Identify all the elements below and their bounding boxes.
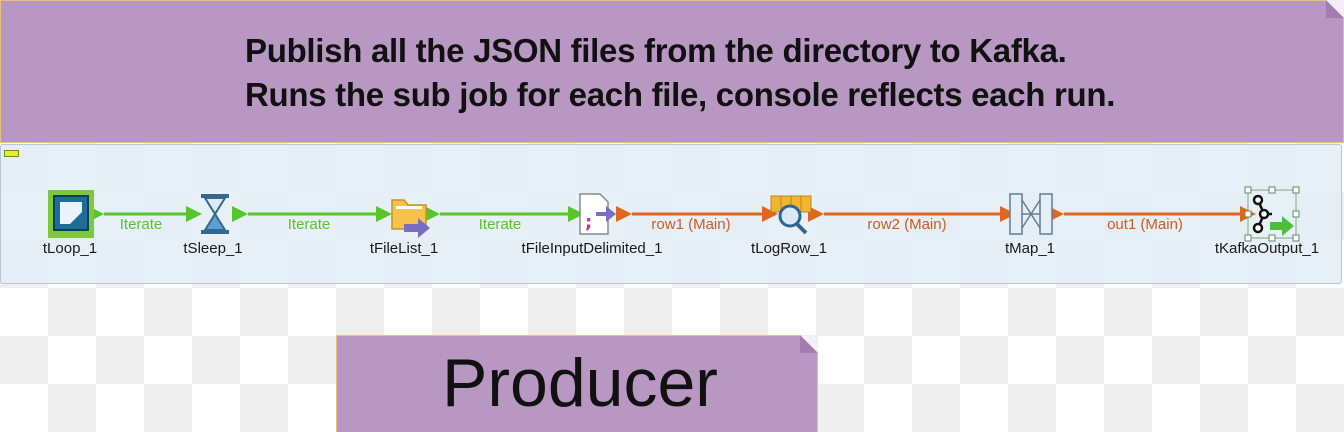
component-label-tfileinputdelimited[interactable]: tFileInputDelimited_1 (521, 240, 663, 257)
subjob-collapse-toggle[interactable] (4, 150, 19, 157)
component-label-tfilelist[interactable]: tFileList_1 (369, 240, 439, 257)
folder-list-icon[interactable] (391, 199, 430, 238)
link-label-iterate-2: Iterate (287, 216, 331, 233)
header-note-line-2: Runs the sub job for each file, console … (245, 76, 1116, 113)
kafka-output-icon[interactable] (1244, 186, 1300, 242)
component-label-tmap[interactable]: tMap_1 (1004, 240, 1056, 257)
link-iterate-3[interactable] (424, 206, 584, 222)
note-corner-fold (800, 335, 818, 353)
link-label-iterate-3: Iterate (478, 216, 522, 233)
link-iterate-2[interactable] (232, 206, 392, 222)
link-label-row2: row2 (Main) (867, 216, 947, 233)
component-label-tloop[interactable]: tLoop_1 (42, 240, 98, 257)
log-row-icon[interactable] (770, 195, 812, 235)
map-icon[interactable] (1009, 193, 1053, 235)
component-label-tlogrow[interactable]: tLogRow_1 (751, 240, 827, 257)
component-label-tsleep[interactable]: tSleep_1 (183, 240, 243, 257)
loop-icon[interactable] (48, 190, 94, 238)
header-note-line-1: Publish all the JSON files from the dire… (245, 32, 1067, 69)
producer-note[interactable]: Producer (336, 335, 818, 432)
producer-note-title: Producer (442, 345, 718, 421)
link-row2-main[interactable] (808, 206, 1016, 222)
link-label-iterate-1: Iterate (119, 216, 163, 233)
note-corner-fold (1326, 0, 1344, 18)
component-label-tkafkaoutput[interactable]: tKafkaOutput_1 (1214, 240, 1320, 257)
link-label-out1: out1 (Main) (1107, 216, 1183, 233)
svg-text:;: ; (585, 212, 592, 233)
link-label-row1: row1 (Main) (651, 216, 731, 233)
delimited-file-icon[interactable]: ; (579, 193, 616, 235)
link-row1-main[interactable] (616, 206, 778, 222)
header-note[interactable]: Publish all the JSON files from the dire… (0, 0, 1344, 143)
hourglass-icon[interactable] (201, 194, 229, 234)
